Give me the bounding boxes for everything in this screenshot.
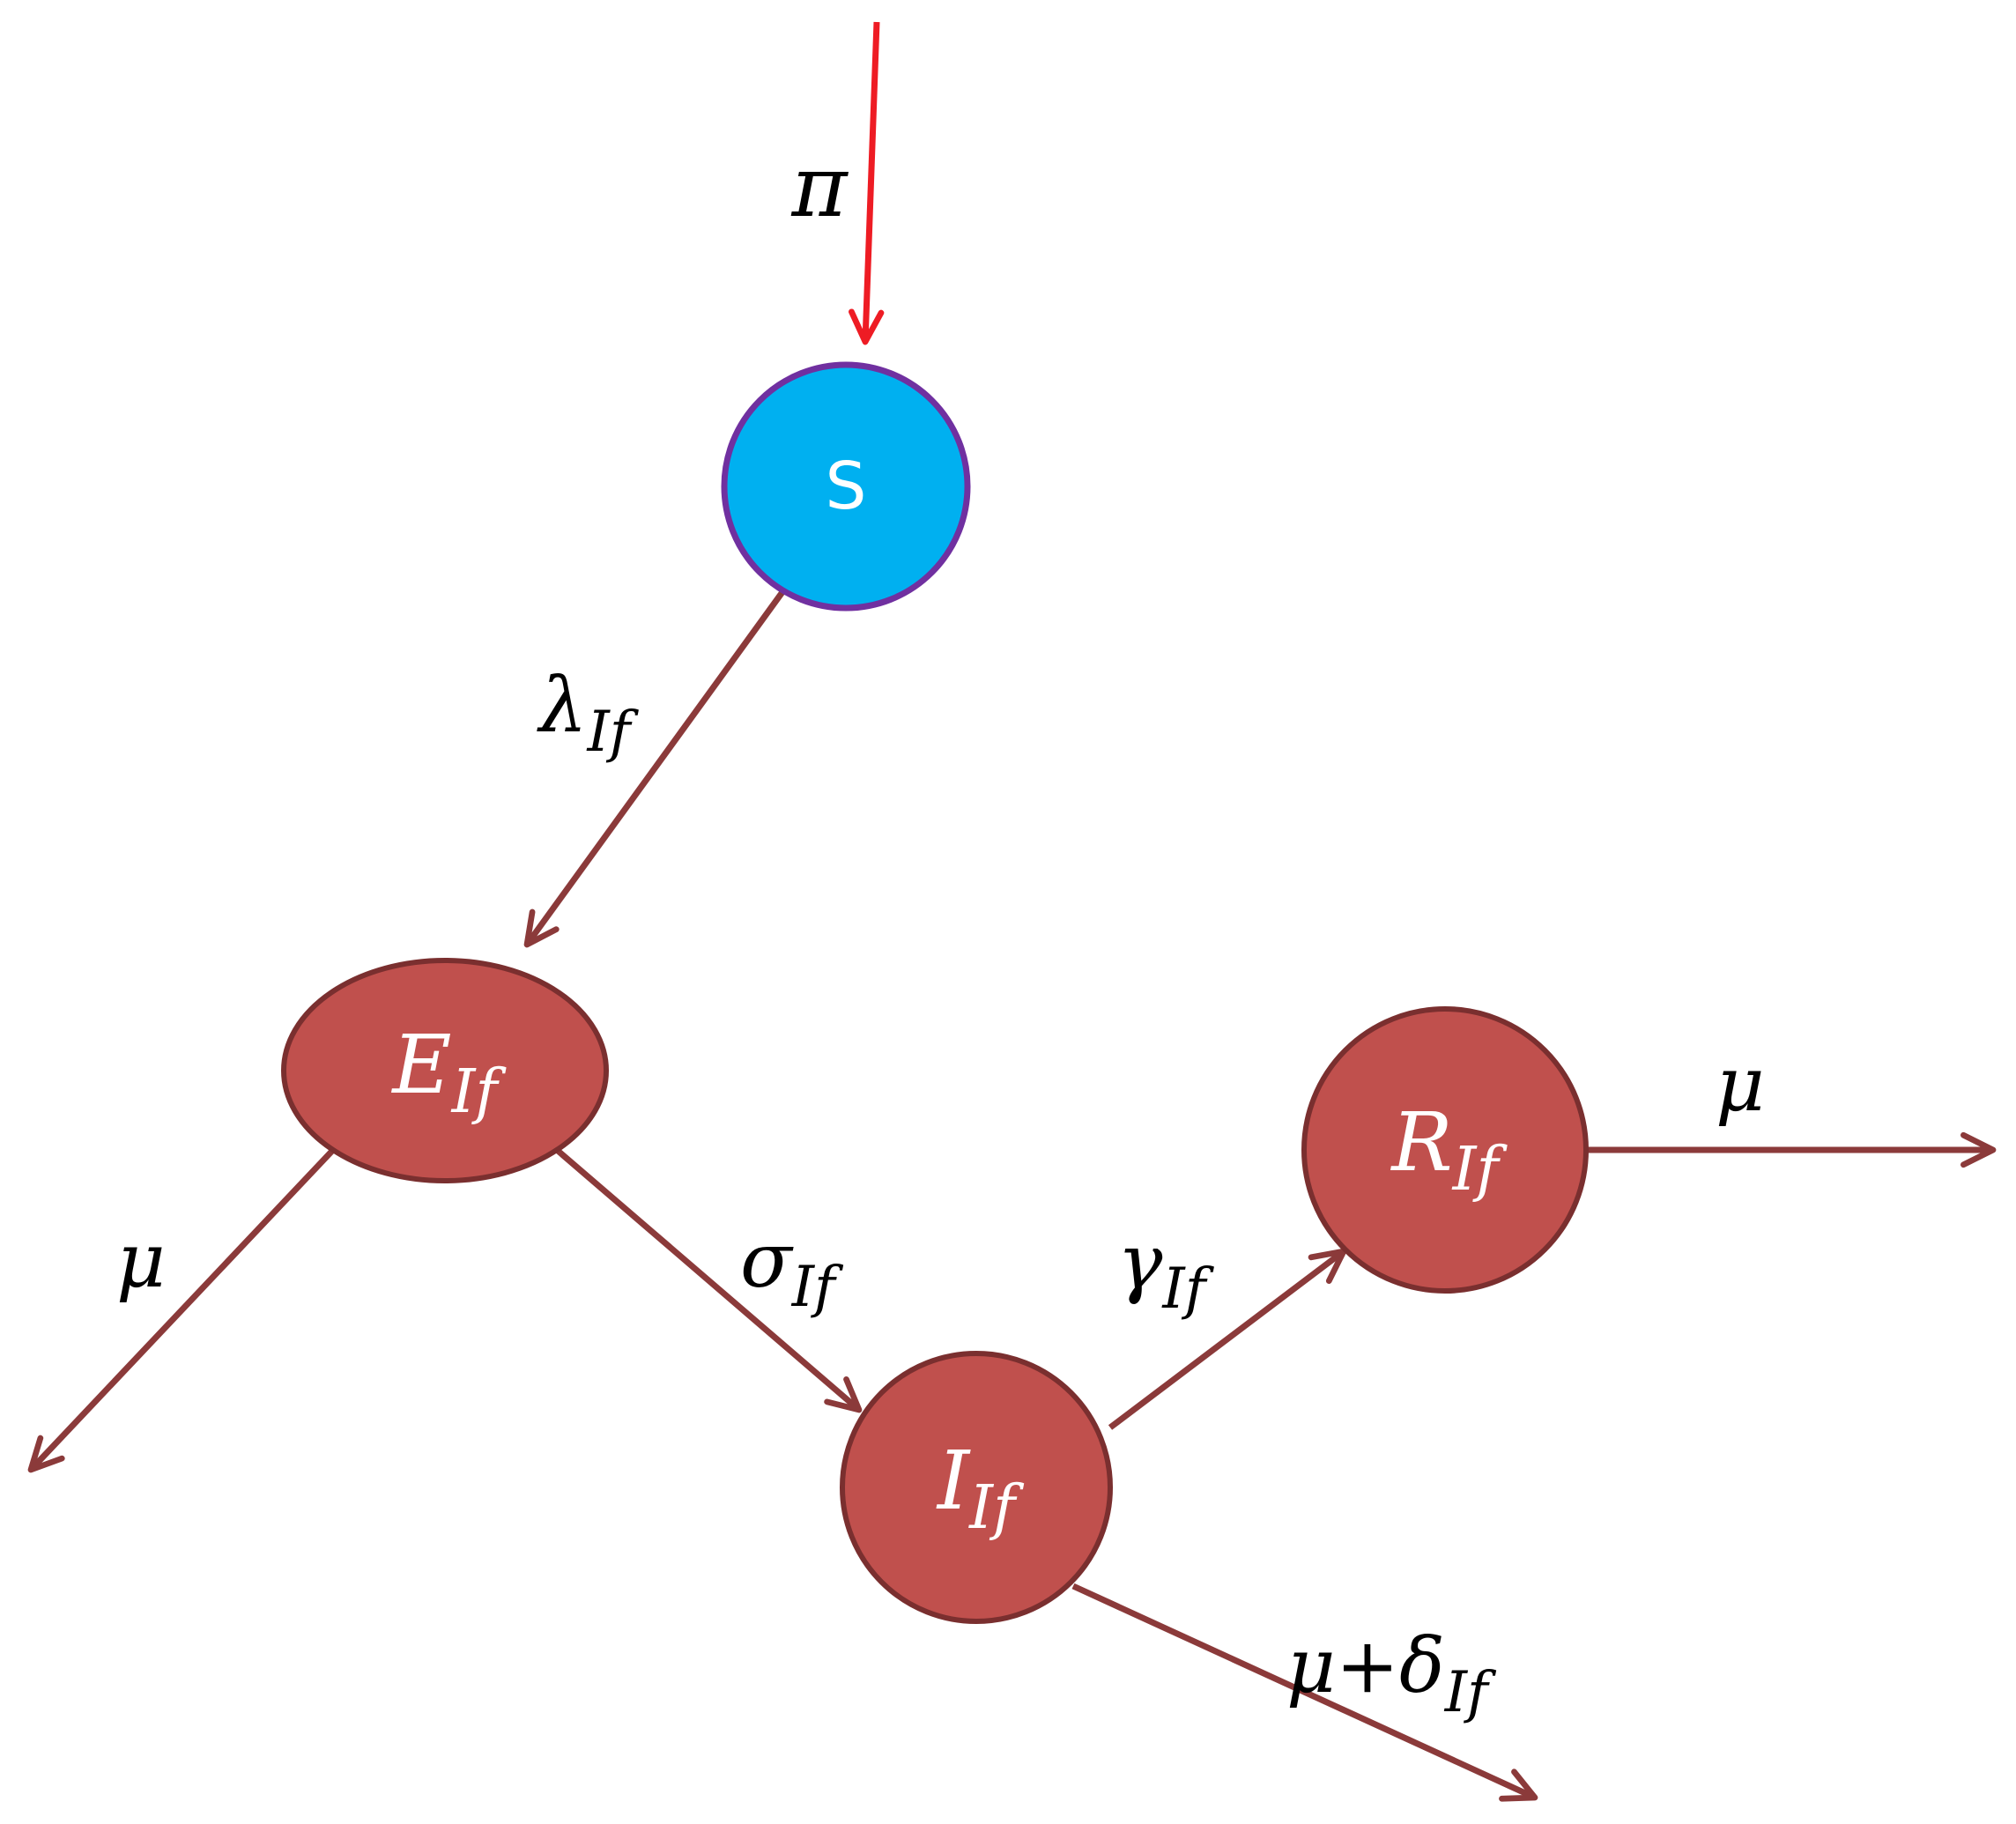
s-to-e-arrow: [523, 583, 789, 948]
node-i: [840, 1351, 1113, 1624]
i-to-r-arrow: [1108, 1248, 1347, 1430]
i-death-arrow: [1071, 1583, 1538, 1802]
node-e-label: EIf: [390, 1018, 507, 1127]
label-pi: π: [790, 137, 849, 236]
e-death-arrow: [27, 1147, 336, 1473]
label-mu-r: μ: [1716, 1041, 1765, 1129]
e-to-i-arrow: [554, 1147, 863, 1413]
inflow-arrow: [849, 21, 885, 345]
label-lambda: λIf: [537, 662, 640, 765]
label-mu-delta: μ+δIf: [1286, 1622, 1497, 1725]
node-e: [281, 958, 609, 1183]
label-gamma: γIf: [1117, 1219, 1215, 1322]
node-s-label: S: [826, 449, 867, 524]
label-mu-e: μ: [116, 1217, 166, 1305]
node-s: [721, 361, 971, 612]
label-sigma: σIf: [740, 1217, 844, 1320]
node-r: [1301, 1006, 1589, 1294]
